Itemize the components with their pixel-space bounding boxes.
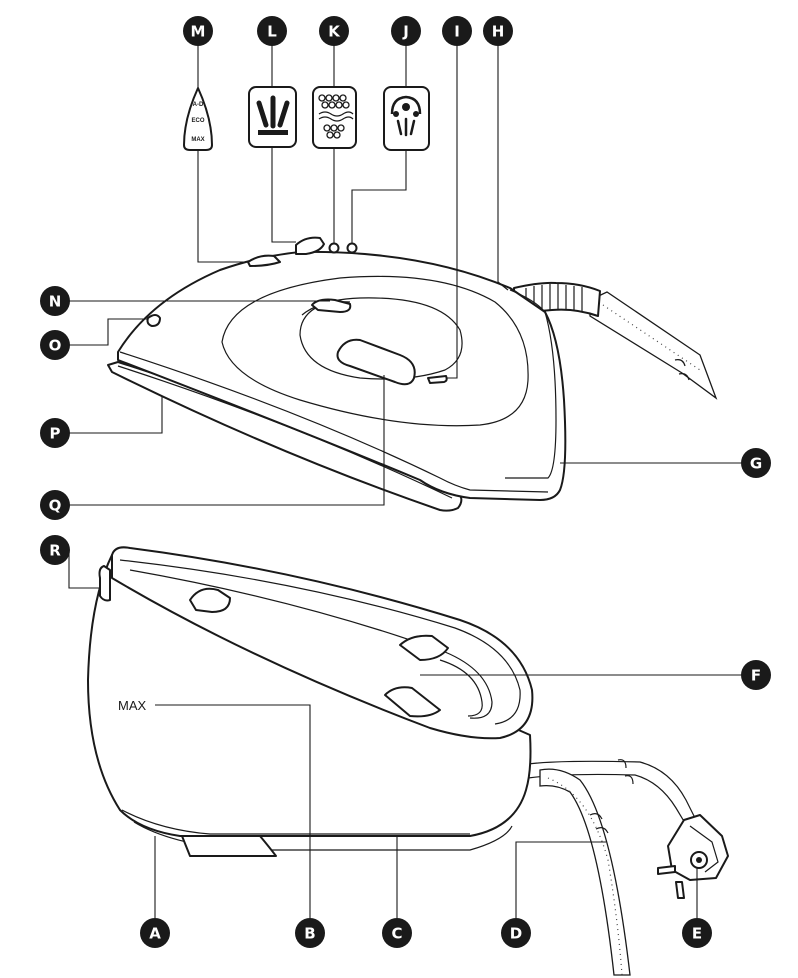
power-cord: [527, 760, 698, 823]
callout-d-letter: D: [510, 925, 522, 943]
callout-c: C: [382, 918, 412, 948]
callout-o: O: [40, 330, 70, 360]
steam-selector-dial[interactable]: [247, 254, 281, 267]
steam-trigger[interactable]: [336, 338, 416, 386]
anti-calc-button[interactable]: [328, 242, 340, 254]
iron-lock[interactable]: [98, 565, 111, 602]
iron-rest-pad-mid: [384, 686, 441, 718]
callout-o-letter: O: [49, 337, 62, 355]
callout-q-letter: Q: [49, 497, 62, 515]
spray-nozzle[interactable]: [146, 314, 161, 327]
iron: [107, 236, 718, 512]
iron-rest-pad-back: [399, 634, 449, 661]
callout-r: R: [40, 535, 70, 565]
steam-burst-icon: [248, 86, 297, 148]
callout-d: D: [501, 918, 531, 948]
steam-burst-top-button[interactable]: [295, 236, 325, 255]
callout-h-letter: H: [492, 23, 505, 41]
iron-rest-pad-front: [189, 587, 231, 613]
callout-n: N: [40, 286, 70, 316]
callout-f-letter: F: [751, 667, 761, 685]
callout-b: B: [295, 918, 325, 948]
callout-l: L: [257, 16, 287, 46]
callout-n-letter: N: [49, 293, 62, 311]
callout-l-letter: L: [267, 23, 277, 41]
callout-f: F: [741, 660, 771, 690]
callout-m-letter: M: [191, 23, 206, 41]
callout-b-letter: B: [304, 925, 315, 943]
callout-a-letter: A: [149, 925, 161, 943]
callout-g: G: [741, 448, 771, 478]
steam-button[interactable]: [346, 242, 358, 254]
callout-q: Q: [40, 490, 70, 520]
callout-p-letter: P: [50, 425, 61, 443]
callout-e-letter: E: [692, 925, 702, 943]
callout-m: M: [183, 16, 213, 46]
callout-i-letter: I: [454, 23, 460, 41]
callout-j-letter: J: [402, 23, 409, 41]
iron-cord: [589, 291, 718, 400]
steam-hose: [539, 768, 631, 976]
power-plug: [657, 814, 729, 899]
steam-selector-top-label: A-D: [193, 102, 204, 108]
callout-c-letter: C: [391, 925, 402, 943]
callout-a: A: [140, 918, 170, 948]
steam-generator-base: [87, 546, 729, 976]
steam-drop-icon: [383, 86, 430, 151]
callout-i: I: [442, 16, 472, 46]
steam-selector-bottom-label: MAX: [191, 137, 204, 143]
water-tank-handle[interactable]: [181, 835, 277, 857]
anti-calc-icon: [312, 86, 357, 149]
callout-g-letter: G: [750, 455, 762, 473]
callout-r-letter: R: [49, 542, 61, 560]
callout-j: J: [391, 16, 421, 46]
callout-e: E: [682, 918, 712, 948]
max-fill-label: MAX: [118, 698, 147, 713]
callout-p: P: [40, 418, 70, 448]
steam-selector-icon: A-D ECO MAX: [183, 87, 213, 151]
leader-lines: [68, 45, 741, 918]
steam-selector-middle-label: ECO: [191, 118, 204, 124]
callout-k-letter: K: [328, 23, 341, 41]
callout-h: H: [483, 16, 513, 46]
ready-light: [427, 375, 448, 384]
callout-k: K: [319, 16, 349, 46]
